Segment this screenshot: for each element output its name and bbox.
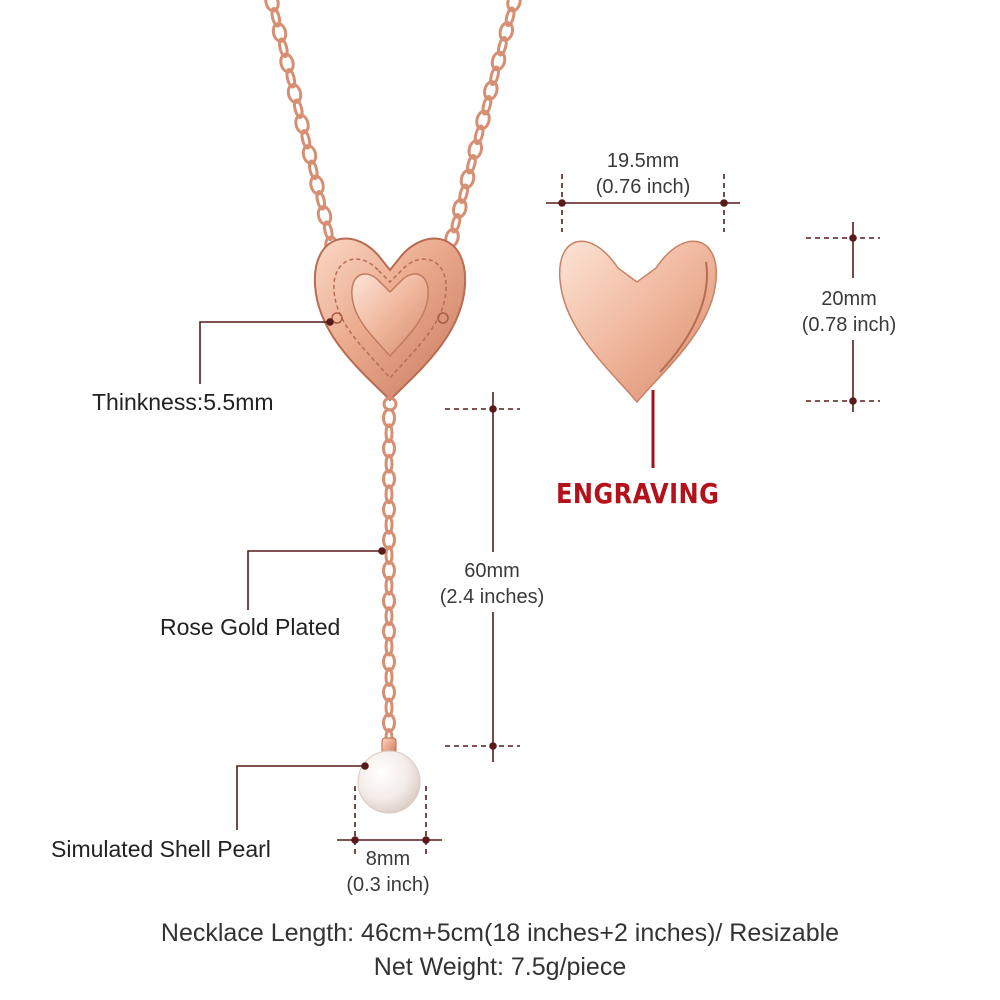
dimension-guides bbox=[337, 174, 880, 856]
chain-link bbox=[384, 667, 394, 687]
width-mm: 19.5mm bbox=[606, 150, 680, 172]
chain-link bbox=[277, 37, 289, 59]
chain-link bbox=[498, 21, 515, 42]
chain-link bbox=[384, 484, 394, 505]
chain-link bbox=[271, 22, 288, 43]
callout-plating bbox=[247, 550, 382, 610]
pearl-inch: (0.3 inch) bbox=[346, 874, 430, 896]
pearl bbox=[357, 737, 421, 814]
heart-pendant-ornate bbox=[313, 237, 467, 412]
chain-link bbox=[285, 68, 297, 89]
chain-link bbox=[322, 220, 334, 242]
chain-link bbox=[382, 712, 396, 733]
engraving-label: ENGRAVING bbox=[556, 477, 720, 510]
chain-link bbox=[467, 139, 484, 160]
chain-link bbox=[384, 453, 394, 474]
chain-link bbox=[384, 514, 394, 535]
chain-link bbox=[382, 438, 396, 459]
drop-inch: (2.4 inches) bbox=[439, 586, 545, 608]
chain-link bbox=[496, 36, 508, 57]
chain-link bbox=[382, 469, 396, 489]
pearl-label: Simulated Shell Pearl bbox=[51, 836, 271, 862]
height-mm: 20mm bbox=[821, 288, 877, 310]
chain-link bbox=[382, 651, 396, 672]
chain-link bbox=[292, 98, 304, 120]
chain-link bbox=[465, 154, 477, 175]
chain-link bbox=[384, 545, 394, 566]
chain-link bbox=[307, 159, 319, 181]
plating-label: Rose Gold Plated bbox=[160, 614, 341, 640]
chain-link bbox=[450, 213, 462, 234]
chain-link bbox=[473, 124, 485, 146]
heart-locket-plain bbox=[559, 240, 717, 404]
drop-dimension: 60mm (2.4 inches) bbox=[424, 558, 560, 610]
chain-link bbox=[309, 174, 325, 196]
chain-link bbox=[459, 168, 476, 190]
drop-mm: 60mm bbox=[464, 560, 520, 582]
necklace-length-text: Necklace Length: 46cm+5cm(18 inches+2 in… bbox=[160, 919, 840, 947]
chain-link bbox=[382, 590, 396, 611]
chain-link bbox=[452, 198, 468, 219]
height-inch: (0.78 inch) bbox=[801, 314, 897, 336]
chain-link bbox=[384, 575, 394, 596]
callout-pearl bbox=[236, 765, 365, 830]
chain-link bbox=[504, 6, 516, 28]
chain-link bbox=[382, 560, 396, 581]
chain-link bbox=[264, 0, 280, 13]
pearl-mm: 8mm bbox=[365, 848, 411, 870]
chain-link bbox=[382, 621, 396, 642]
net-weight-text: Net Weight: 7.5g/piece bbox=[373, 953, 627, 981]
chain-link bbox=[489, 65, 501, 87]
chain-link bbox=[475, 109, 491, 131]
thickness-label: Thinkness:5.5mm bbox=[92, 389, 274, 415]
chain-link bbox=[286, 83, 303, 104]
chain-link bbox=[316, 205, 333, 226]
chain-link bbox=[315, 190, 327, 211]
chain-link bbox=[458, 183, 470, 205]
necklace-chain bbox=[264, 0, 522, 748]
width-inch: (0.76 inch) bbox=[595, 176, 691, 198]
chain-link bbox=[384, 697, 394, 718]
chain-link bbox=[300, 129, 312, 150]
chain-link bbox=[294, 113, 310, 135]
chain-link bbox=[490, 50, 507, 72]
chain-link bbox=[270, 7, 282, 28]
chain-link bbox=[382, 529, 396, 550]
callout-lines bbox=[199, 318, 655, 830]
pearl-dimension: 8mm (0.3 inch) bbox=[332, 846, 444, 898]
chain-link bbox=[279, 52, 295, 74]
chain-link bbox=[301, 144, 318, 165]
chain-link bbox=[483, 80, 499, 101]
chain-link bbox=[384, 606, 394, 627]
chain-link bbox=[506, 0, 522, 13]
callout-thickness bbox=[199, 321, 330, 384]
chain-link bbox=[384, 423, 394, 444]
chain-link bbox=[481, 95, 493, 116]
height-dimension: 20mm (0.78 inch) bbox=[788, 286, 910, 338]
chain-link bbox=[382, 682, 396, 703]
chain-link bbox=[382, 499, 396, 520]
width-dimension: 19.5mm (0.76 inch) bbox=[583, 148, 703, 200]
chain-link bbox=[384, 636, 394, 657]
